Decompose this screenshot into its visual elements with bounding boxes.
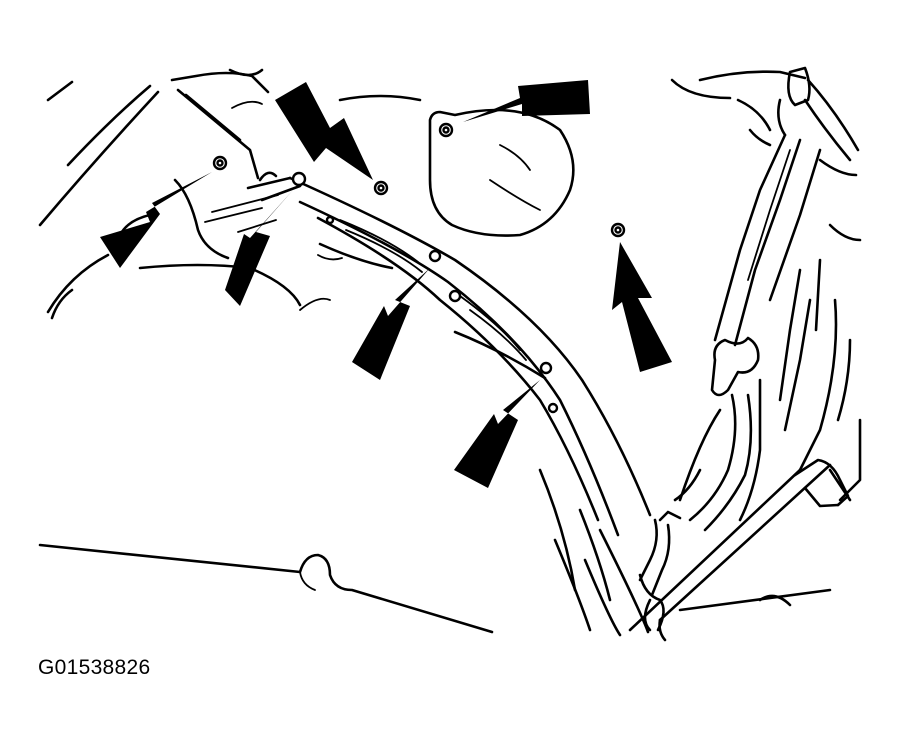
floor-edge	[38, 543, 494, 634]
round-access-panel	[338, 94, 575, 237]
roof-rail	[288, 176, 652, 632]
fastener-hole	[428, 249, 442, 263]
arrow-icon	[275, 82, 373, 180]
fastener-hole	[291, 171, 307, 187]
fastener-hole	[614, 226, 622, 234]
fastener-hole	[547, 402, 559, 414]
arrow-icon	[612, 242, 672, 372]
fastener-hole	[216, 159, 224, 167]
arrow-icon	[100, 172, 212, 268]
arrow-icon	[225, 190, 293, 306]
fastener-hole	[448, 289, 462, 303]
arrow-icon	[463, 80, 590, 122]
right-pillar-structure	[583, 66, 862, 637]
fastener-hole	[539, 361, 553, 375]
left-bracket-area	[118, 171, 302, 307]
lower-tube	[628, 418, 862, 642]
fastener-hole	[325, 215, 335, 225]
figure-id-label: G01538826	[38, 656, 151, 679]
body-panel-outline	[38, 68, 270, 320]
fastener-points	[212, 122, 626, 414]
callout-arrows	[100, 80, 672, 488]
arrow-icon	[352, 268, 430, 380]
arrow-icon	[454, 380, 540, 488]
fastener-hole	[377, 184, 385, 192]
fastener-hole	[442, 126, 450, 134]
